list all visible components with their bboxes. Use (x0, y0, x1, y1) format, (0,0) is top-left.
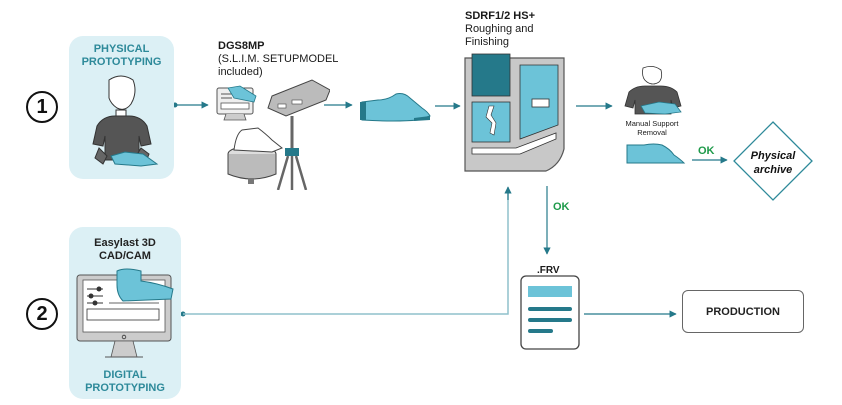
digital-footer-line2: PROTOTYPING (85, 382, 165, 394)
document-icon (520, 275, 580, 350)
cad-monitor-illustration (76, 268, 174, 358)
archive-ok-label: OK (698, 145, 715, 157)
scanner-subtitle-line2: included) (218, 66, 263, 78)
arrow-digital-to-mill (180, 186, 512, 317)
archive-diamond (733, 121, 813, 201)
shoe-last-illustration (360, 93, 431, 122)
frv-file-name: .FRV (537, 265, 560, 276)
step-number-1: 1 (26, 91, 58, 123)
milling-title: SDRF1/2 HS+ (465, 10, 535, 22)
person-holding-shoe-illustration (92, 75, 159, 167)
milling-subtitle-line1: Roughing and (465, 23, 534, 35)
digital-title-line1: Easylast 3D (94, 237, 156, 249)
arrow-panel-to-scanner (172, 101, 209, 109)
person-removing-support-illustration (624, 66, 682, 115)
production-box: PRODUCTION (682, 290, 804, 333)
support-removal-label-line1: Manual Support (625, 119, 679, 128)
physical-archive-label: Physical archive (738, 149, 808, 177)
physical-title-line2: PROTOTYPING (81, 56, 162, 68)
scanner-subtitle-line1: (S.L.I.M. SETUPMODEL (218, 53, 339, 65)
archive-title-line1: Physical (750, 150, 796, 162)
milling-subtitle-line2: Finishing (465, 36, 510, 48)
3d-scanner-illustration (216, 79, 330, 190)
step-number-2: 2 (26, 298, 58, 330)
scanner-title: DGS8MP (218, 40, 265, 52)
archive-title-line2: archive (753, 164, 793, 176)
digital-footer-line1: DIGITAL (103, 369, 147, 381)
milling-machine-illustration (464, 53, 565, 172)
digital-title-line2: CAD/CAM (99, 250, 151, 262)
frv-ok-label: OK (553, 201, 570, 213)
physical-title-line1: PHYSICAL (93, 43, 150, 55)
support-removal-label-line2: Removal (637, 128, 667, 137)
digital-prototyping-panel: Easylast 3D CAD/CAM DIGITAL PROTOTYPING (69, 227, 181, 399)
physical-prototyping-panel: PHYSICAL PROTOTYPING (69, 36, 174, 179)
finished-shoe-last-illustration (626, 143, 686, 164)
